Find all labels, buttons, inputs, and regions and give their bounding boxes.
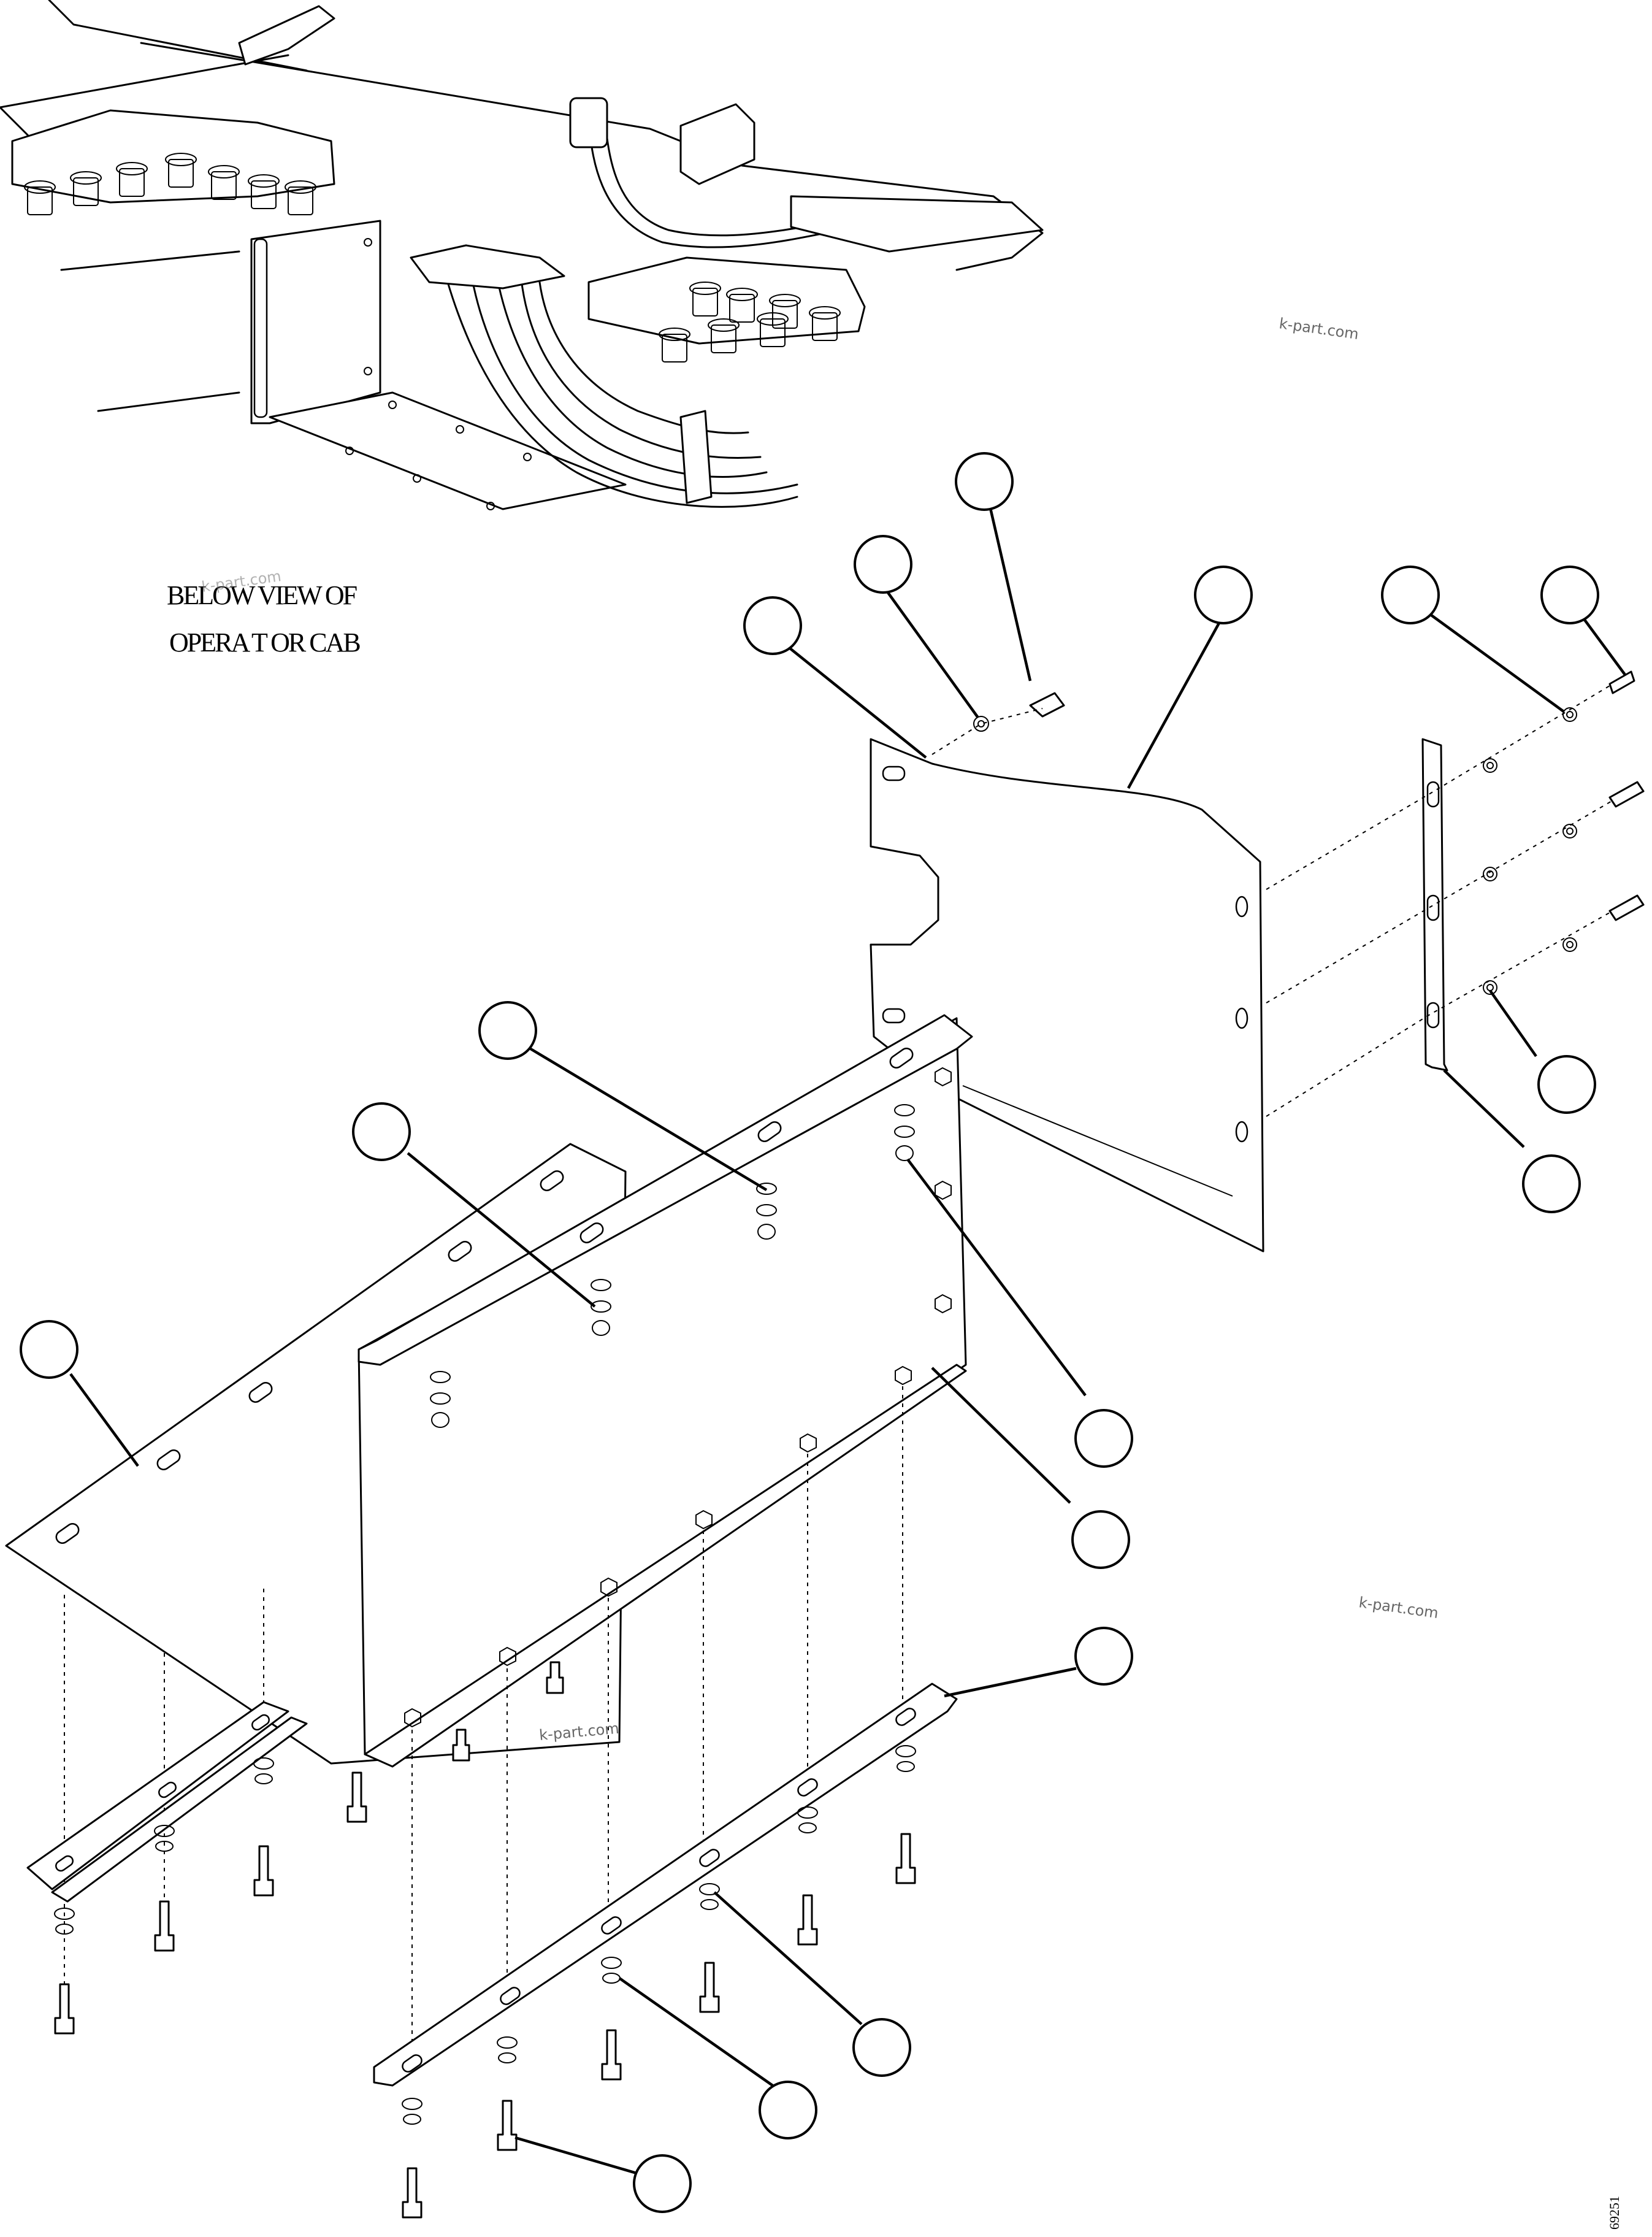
top-flange — [358, 1014, 973, 1366]
callout-balloon — [633, 2154, 692, 2213]
side-plate-assembly — [870, 670, 1645, 1253]
right-bolt-flange — [587, 256, 866, 363]
callout-balloon — [1071, 1510, 1130, 1569]
callout-balloon — [1074, 1627, 1133, 1686]
figure-number: 69251 — [1607, 2196, 1622, 2230]
callout-balloon — [20, 1320, 78, 1379]
callout-balloon — [1074, 1409, 1133, 1468]
bottom-strip-right — [373, 1683, 958, 2087]
side-plate — [870, 738, 1264, 1253]
left-bolt-flange — [11, 109, 335, 215]
watermark: k-part.com — [1278, 315, 1359, 343]
callout-balloons — [20, 452, 1599, 2213]
callout-balloon — [1540, 566, 1599, 624]
callout-balloon — [743, 596, 802, 655]
watermark: k-part.com — [1358, 1594, 1439, 1622]
bottom-bolts — [54, 1661, 916, 2219]
caption-line-1: BELOW VIEW OF — [167, 580, 357, 610]
main-cover-assembly — [5, 1014, 973, 2055]
callout-balloon — [759, 2081, 817, 2139]
bottom-strip-left — [26, 1701, 308, 1903]
callout-balloon — [852, 2018, 911, 2077]
callout-balloon — [1522, 1154, 1581, 1213]
bottom-washers — [54, 1745, 916, 2125]
callout-balloon — [478, 1001, 537, 1060]
callout-balloon — [955, 452, 1014, 511]
caption-line-2: OPERA T OR CAB — [169, 627, 360, 658]
callout-leaders — [69, 481, 1626, 2176]
callout-balloon — [854, 535, 912, 594]
callout-balloon — [352, 1102, 411, 1161]
callout-balloon — [1381, 566, 1440, 624]
inset-cover-box — [250, 220, 627, 510]
callout-balloon — [1537, 1055, 1596, 1114]
callout-balloon — [1194, 566, 1253, 624]
inset-cab-view — [0, 0, 1044, 510]
